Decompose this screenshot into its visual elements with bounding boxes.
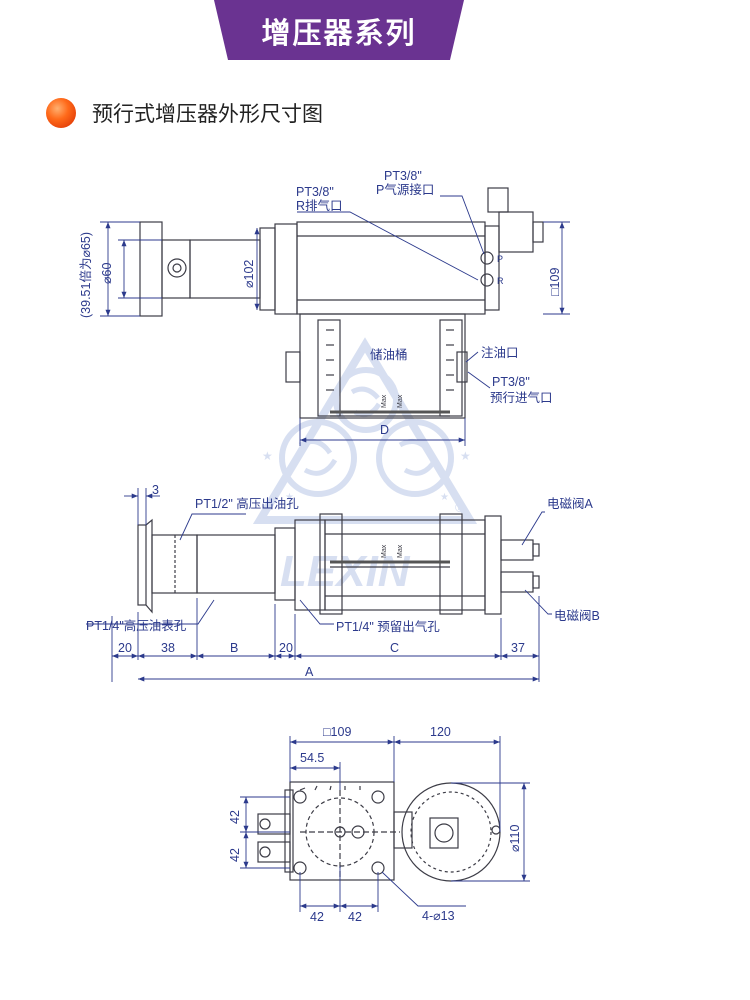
- bullet-icon: [46, 98, 76, 128]
- top-port-r: [480, 273, 494, 287]
- vent-port-label: PT1/4" 预留出气孔: [336, 619, 440, 634]
- front-view: [137, 513, 540, 615]
- top-view: [139, 187, 544, 419]
- dim-square-109: □109: [548, 268, 562, 296]
- end-valve-a: [257, 813, 291, 835]
- dim-38: 38: [161, 641, 175, 655]
- dim-3: 3: [152, 483, 159, 497]
- dim-c: C: [390, 641, 399, 655]
- svg-text:★: ★: [262, 449, 273, 463]
- front-booster-cylinder: [196, 534, 276, 594]
- dim-diameter-60: ⌀60: [100, 263, 114, 284]
- end-dim-42-left-bottom: 42: [228, 848, 242, 862]
- end-view-dimensions: [240, 736, 530, 912]
- watermark-logo: LEXIN ® ★ ★ ★ ★: [252, 337, 478, 596]
- page-title: 增压器系列: [261, 16, 417, 50]
- end-hole-tr: [371, 790, 385, 804]
- top-flange-port: [167, 258, 187, 278]
- oil-inlet-label: 注油口: [481, 345, 519, 360]
- end-valve-b: [257, 841, 291, 863]
- end-dim-square-109: □109: [323, 725, 351, 739]
- dim-a: A: [305, 665, 314, 679]
- p-port-label: P气源接口: [376, 182, 434, 197]
- end-port-block: [429, 817, 459, 849]
- section-title: 预行式增压器外形尺寸图: [92, 102, 323, 126]
- dim-b: B: [230, 641, 238, 655]
- top-solenoid-valve: [498, 211, 534, 253]
- r-port-code: PT3/8": [296, 185, 334, 199]
- banner-background: [214, 0, 464, 60]
- end-round-flange: [401, 782, 501, 882]
- front-flange-plate: [137, 524, 147, 606]
- watermark-fan-left: [279, 419, 357, 497]
- valve-b-label: 电磁阀B: [554, 608, 600, 623]
- dim-d: D: [380, 423, 389, 437]
- dim-37: 37: [511, 641, 525, 655]
- front-valve-a: [500, 539, 534, 561]
- svg-text:★: ★: [440, 492, 449, 503]
- oil-tank-label: 储油桶: [370, 347, 408, 362]
- dim-20-left: 20: [118, 641, 132, 655]
- header-banner: [214, 0, 464, 60]
- top-view-dimensions: [100, 195, 570, 446]
- top-view-labels: (39.51倍为⌀65) ⌀60 ⌀102 □109 PT3/8" R排气口 P…: [78, 169, 562, 437]
- front-valve-b: [500, 571, 534, 593]
- end-dim-54-5: 54.5: [300, 751, 324, 765]
- dim-flange-diameter: (39.51倍为⌀65): [78, 232, 93, 318]
- end-view: [257, 781, 501, 882]
- dim-20-mid: 20: [279, 641, 293, 655]
- front-gauge-max-left: Max: [381, 544, 388, 558]
- front-gauge-max-right: Max: [397, 544, 404, 558]
- hp-outlet-label: PT1/2" 高压出油孔: [195, 496, 299, 511]
- port-p-letter: P: [497, 254, 503, 264]
- gauge-port-label: PT1/4"高压油表孔: [86, 618, 187, 633]
- end-view-labels: □109 120 54.5 42 42 ⌀110 42 42 4-⌀13: [228, 725, 522, 924]
- svg-text:★: ★: [285, 492, 294, 503]
- end-dim-42-bottom-right: 42: [348, 910, 362, 924]
- valve-a-label: 电磁阀A: [547, 496, 594, 511]
- top-gauge-max-right: Max: [397, 394, 404, 408]
- top-port-p: [480, 251, 494, 265]
- front-view-labels: 3 PT1/2" 高压出油孔 PT1/4"高压油表孔 PT1/4" 预留出气孔 …: [86, 483, 600, 679]
- end-dim-42-bottom-left: 42: [310, 910, 324, 924]
- p-port-code: PT3/8": [384, 169, 422, 183]
- pre-port-label: 预行进气口: [490, 390, 553, 405]
- end-dim-diameter-110: ⌀110: [508, 824, 522, 852]
- top-gauge-max-left: Max: [381, 394, 388, 408]
- r-port-label: R排气口: [296, 198, 343, 213]
- pre-port-code: PT3/8": [492, 375, 530, 389]
- end-dim-120: 120: [430, 725, 451, 739]
- watermark-brand: LEXIN: [280, 547, 411, 596]
- port-r-letter: R: [497, 276, 504, 286]
- front-flange-block: [151, 534, 198, 594]
- watermark-fan-top: [333, 367, 399, 433]
- end-dim-42-left-top: 42: [228, 810, 242, 824]
- front-view-dimensions: [86, 488, 552, 682]
- end-hole-tl: [293, 790, 307, 804]
- watermark-registered: ®: [455, 499, 466, 515]
- top-flange: [139, 221, 163, 317]
- svg-text:★: ★: [460, 449, 471, 463]
- watermark-fan-right: [376, 419, 454, 497]
- dim-diameter-102: ⌀102: [242, 260, 256, 288]
- end-holes-label: 4-⌀13: [422, 909, 455, 923]
